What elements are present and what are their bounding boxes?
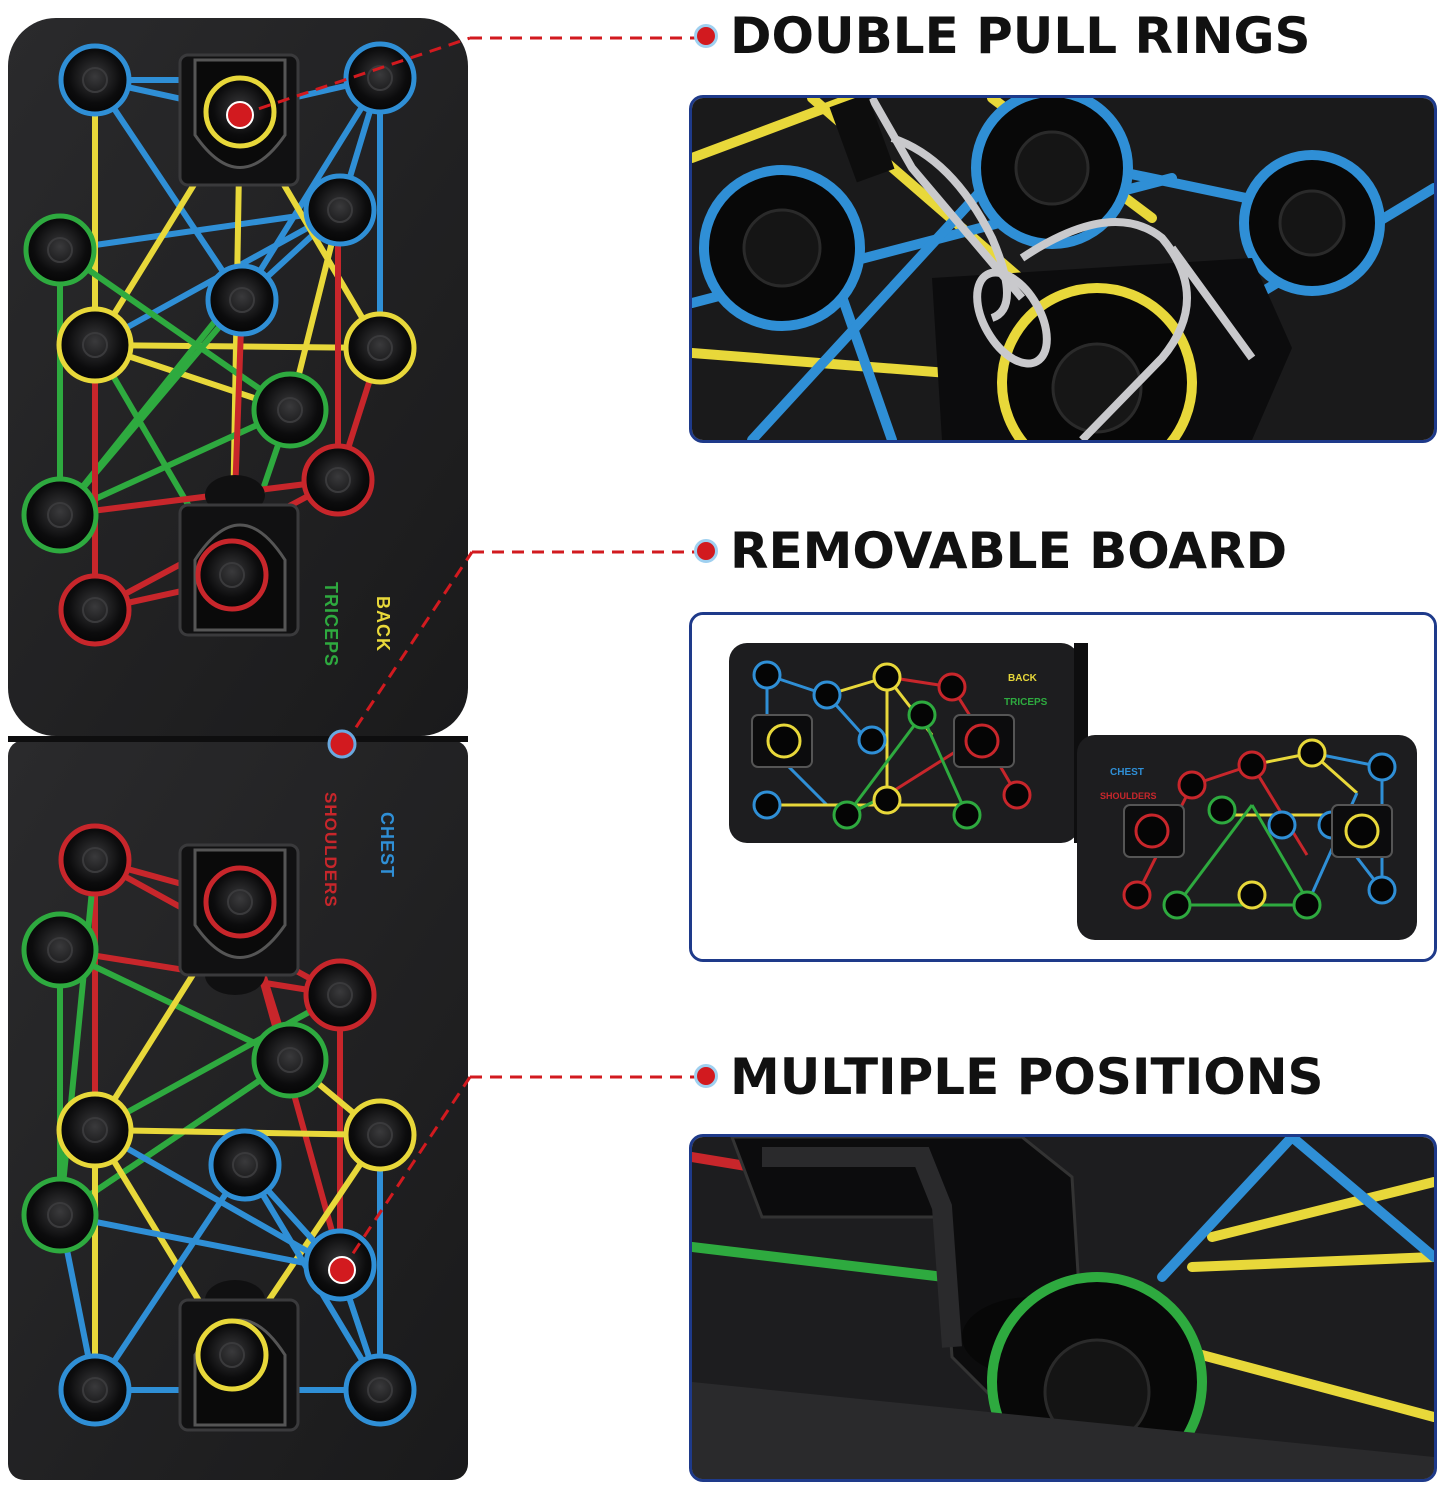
board-label-triceps: TRICEPS	[321, 582, 341, 668]
callout-dot-3	[694, 1064, 718, 1088]
board-point-pull-ring	[226, 101, 254, 129]
inset-label-shoulders: SHOULDERS	[1100, 791, 1157, 801]
pushup-board-photo: BACK TRICEPS CHEST SHOULDERS	[0, 0, 475, 1487]
board-label-chest: CHEST	[377, 812, 397, 879]
board-point-cup	[328, 1256, 356, 1284]
board-label-shoulders: SHOULDERS	[321, 792, 340, 908]
removable-board-closeup	[692, 615, 1434, 959]
callout-dot-1	[694, 24, 718, 48]
feature-heading-removable-board: REMOVABLE BOARD	[730, 522, 1288, 580]
pushup-board-illustration	[8, 18, 468, 1480]
pull-rings-closeup	[692, 98, 1434, 440]
inset-label-back: BACK	[1008, 673, 1037, 684]
feature-heading-double-pull-rings: DOUBLE PULL RINGS	[730, 7, 1311, 65]
board-point-seam	[327, 729, 357, 759]
detail-photo-multiple-positions	[689, 1134, 1437, 1482]
callout-dot-2	[694, 539, 718, 563]
feature-heading-multiple-positions: MULTIPLE POSITIONS	[730, 1048, 1324, 1106]
board-label-back: BACK	[373, 596, 393, 652]
cups-top	[21, 41, 417, 647]
inset-label-triceps: TRICEPS	[1004, 697, 1048, 708]
detail-photo-pull-rings	[689, 95, 1437, 443]
detail-photo-removable-board: BACK TRICEPS CHEST SHOULDERS	[689, 612, 1437, 962]
multiple-positions-closeup	[692, 1137, 1434, 1479]
green-lines-bottom	[57, 857, 343, 1218]
cups-bottom	[21, 823, 417, 1427]
inset-label-chest: CHEST	[1110, 767, 1144, 778]
